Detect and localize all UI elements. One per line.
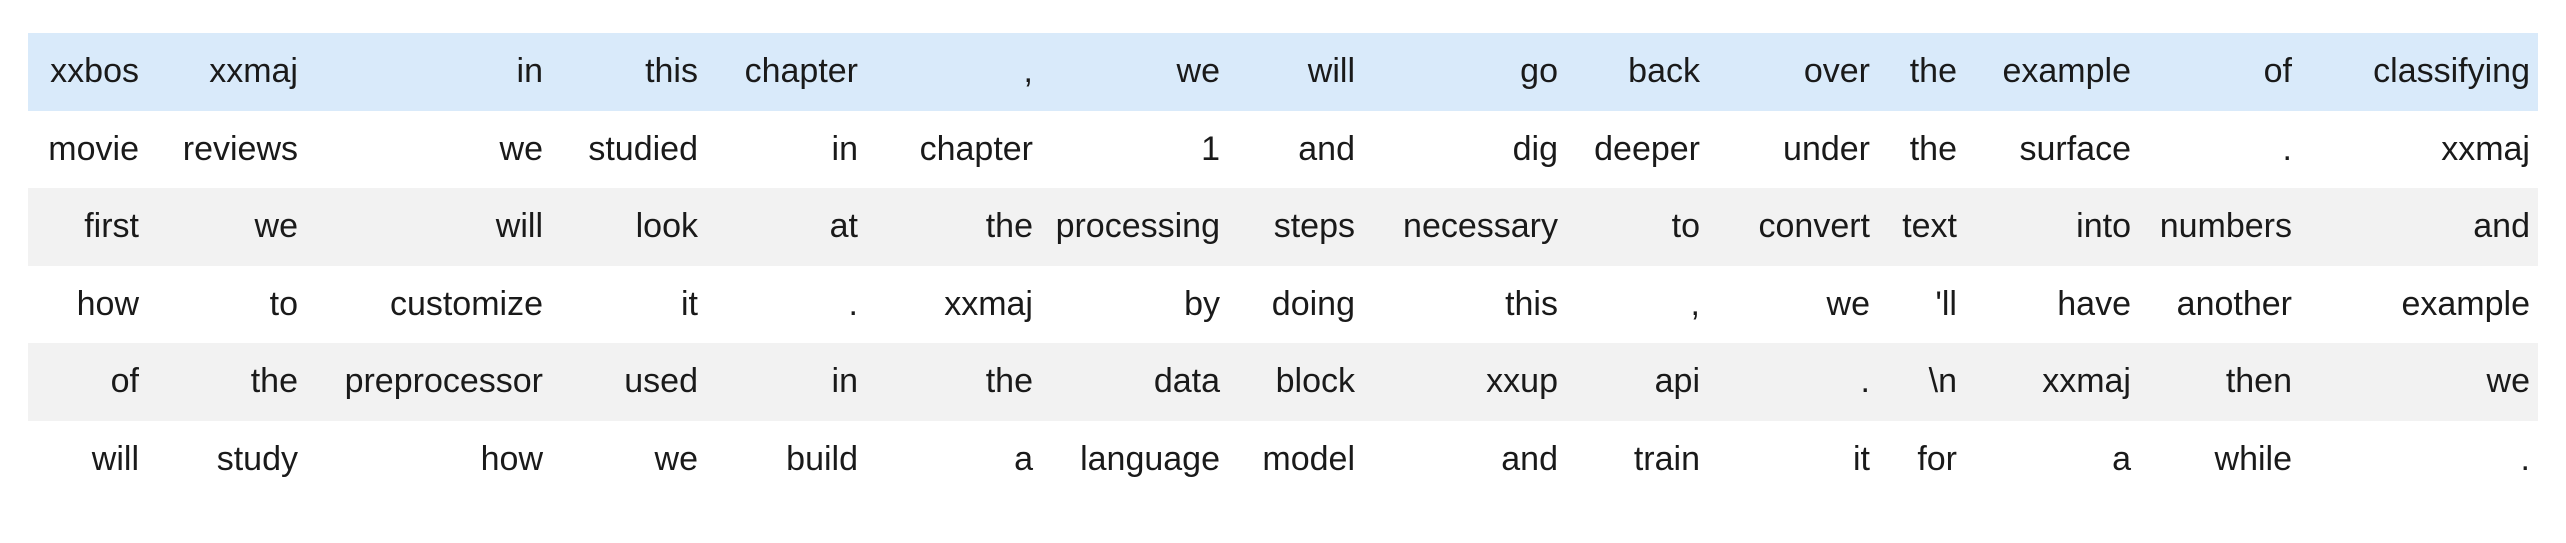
token-cell: example <box>2401 284 2530 323</box>
token-cell: we <box>1826 284 1870 323</box>
token-cell: doing <box>1271 284 1355 323</box>
token-cell: chapter <box>919 129 1033 168</box>
token-cell: we <box>654 439 698 478</box>
token-cell: a <box>1014 439 1033 478</box>
token-cell: at <box>829 207 858 246</box>
token-cell: how <box>480 439 543 478</box>
token-cell: another <box>2176 284 2292 323</box>
token-cell: back <box>1628 52 1700 91</box>
token-cell: of <box>110 362 139 401</box>
token-cell: into <box>2076 207 2131 246</box>
token-cell: it <box>1853 439 1870 478</box>
token-cell: train <box>1633 439 1700 478</box>
token-cell: build <box>786 439 858 478</box>
token-cell: numbers <box>2159 207 2292 246</box>
token-cell: block <box>1275 362 1355 401</box>
token-cell: the <box>250 362 298 401</box>
token-cell: processing <box>1055 207 1220 246</box>
token-cell: movie <box>48 129 139 168</box>
token-cell: reviews <box>182 129 298 168</box>
token-cell: xxmaj <box>2042 362 2131 401</box>
token-cell: this <box>1505 284 1558 323</box>
token-cell: for <box>1917 439 1957 478</box>
token-cell: convert <box>1758 207 1871 246</box>
token-table: xxbos xxmaj in this chapter, we will go back over… <box>28 33 2538 498</box>
token-cell: necessary <box>1403 207 1558 246</box>
token-cell: how <box>76 284 139 323</box>
token-cell: customize <box>389 284 543 323</box>
token-cell: . <box>2520 439 2530 478</box>
token-cell: and <box>1298 129 1355 168</box>
token-table-body: xxbos xxmaj in this chapter, we will go back over… <box>28 33 2538 498</box>
token-cell: and <box>2473 207 2530 246</box>
token-cell: language <box>1080 439 1220 478</box>
token-cell: classifying <box>2373 52 2530 91</box>
token-cell: xxmaj <box>2441 129 2530 168</box>
token-cell: we <box>1176 52 1220 91</box>
token-cell: text <box>1902 207 1957 246</box>
token-cell: will <box>495 207 543 246</box>
token-cell: a <box>2112 439 2131 478</box>
token-cell: have <box>2057 284 2131 323</box>
token-cell: steps <box>1273 207 1355 246</box>
token-cell: over <box>1803 52 1870 91</box>
token-cell: go <box>1520 52 1558 91</box>
token-cell: to <box>1671 207 1700 246</box>
token-cell: and <box>1501 439 1558 478</box>
token-cell: we <box>2486 362 2530 401</box>
token-cell: while <box>2214 439 2292 478</box>
token-cell: xxup <box>1486 362 1558 401</box>
token-cell: will <box>1307 52 1355 91</box>
token-cell: look <box>635 207 698 246</box>
token-cell: the <box>1909 129 1957 168</box>
token-cell: we <box>254 207 298 246</box>
token-row: xxbos xxmaj in this chapter, we will go back over… <box>28 33 2538 111</box>
token-cell: api <box>1654 362 1700 401</box>
token-cell: dig <box>1512 129 1558 168</box>
token-cell: first <box>84 207 139 246</box>
token-cell: example <box>2002 52 2131 91</box>
token-cell: model <box>1262 439 1355 478</box>
token-cell: xxmaj <box>944 284 1033 323</box>
token-cell: \n <box>1928 362 1957 401</box>
token-cell: this <box>645 52 698 91</box>
token-cell: will <box>91 439 139 478</box>
token-cell: to <box>269 284 298 323</box>
token-row: of the preprocessor used in the data block xxup a… <box>28 343 2538 421</box>
token-cell: , <box>1690 284 1700 323</box>
token-cell: 1 <box>1201 129 1220 168</box>
token-cell: the <box>1909 52 1957 91</box>
token-cell: . <box>2282 129 2292 168</box>
token-cell: then <box>2225 362 2292 401</box>
token-row: will study how we build a language model and trai… <box>28 421 2538 499</box>
token-cell: surface <box>2019 129 2132 168</box>
token-cell: we <box>499 129 543 168</box>
token-cell: the <box>985 362 1033 401</box>
token-cell: 'll <box>1935 284 1957 323</box>
token-cell: in <box>831 362 858 401</box>
token-cell: studied <box>588 129 698 168</box>
token-cell: xxmaj <box>209 52 298 91</box>
token-cell: the <box>985 207 1033 246</box>
token-cell: , <box>1023 52 1033 91</box>
token-row: first we will look at the processing steps neces… <box>28 188 2538 266</box>
token-cell: chapter <box>744 52 858 91</box>
token-cell: in <box>516 52 543 91</box>
token-cell: preprocessor <box>344 362 543 401</box>
token-cell: xxbos <box>50 52 139 91</box>
token-cell: in <box>831 129 858 168</box>
token-cell: . <box>1860 362 1870 401</box>
token-cell: deeper <box>1594 129 1700 168</box>
token-cell: used <box>624 362 698 401</box>
token-cell: study <box>216 439 298 478</box>
token-cell: under <box>1783 129 1870 168</box>
token-cell: data <box>1153 362 1220 401</box>
token-row: how to customize it. xxmaj by doing this, we 'll h… <box>28 266 2538 344</box>
token-cell: . <box>848 284 858 323</box>
token-cell: of <box>2263 52 2292 91</box>
token-cell: it <box>681 284 698 323</box>
token-cell: by <box>1184 284 1220 323</box>
